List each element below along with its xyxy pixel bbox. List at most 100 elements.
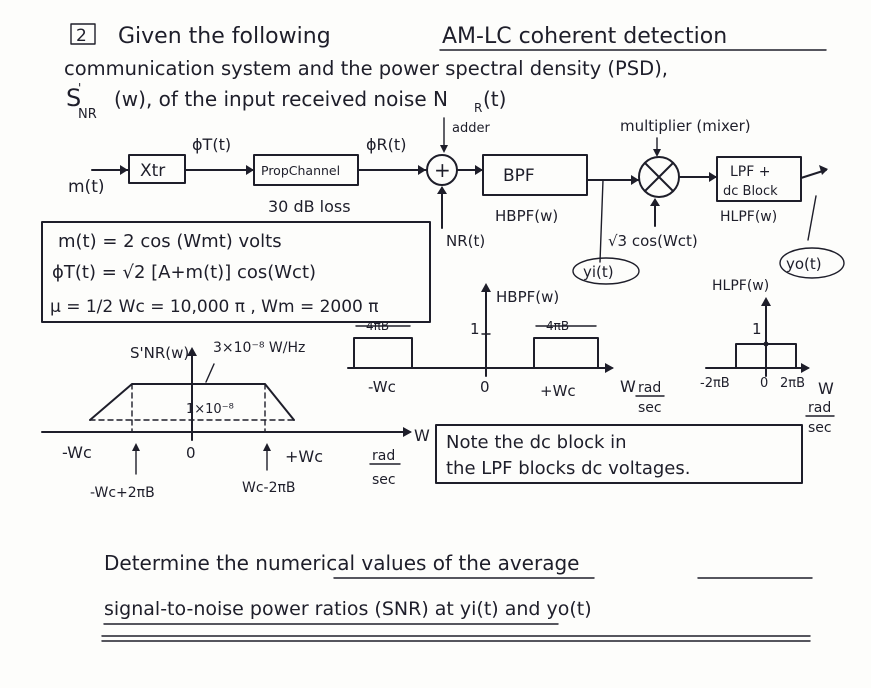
psd-symbol-prime: ' [78,81,81,95]
lpf-title: HLPF(w) [712,278,769,294]
lpf-gain-label: 1 [752,320,762,338]
arrowhead [761,297,771,306]
given-box-border [41,221,431,323]
h-bpf-label: HBPF(w) [495,207,558,225]
yi-label: yi(t) [583,263,614,281]
psd-tick-zero: 0 [186,444,196,462]
arrowhead [437,186,447,194]
psd-symbol: S [66,84,81,112]
arrowhead [263,443,271,451]
yo-pointer [807,195,817,241]
bpf-block [482,154,588,196]
psd-tick-neg-wc-plus: -Wc+2πB [90,485,155,501]
problem-header: 2 Given the following AM-LC coherent det… [64,23,827,122]
psd-tick-pos-wc: +Wc [285,447,323,466]
given-parameters: μ = 1/2 Wc = 10,000 π , Wm = 2000 π [50,297,379,317]
bpf-plot: HBPF(w) 1 4πB 4πB -Wc 0 +Wc W rad sec [347,283,665,416]
carrier-label: √3 cos(Wct) [608,232,698,250]
note-line2: the LPF blocks dc voltages. [446,458,690,479]
yi-circle [572,257,640,285]
phi-r-label: ϕR(t) [366,135,406,154]
bpf-axis-w: W [620,377,636,396]
yo-circle [779,247,845,279]
psd-axis-sec: sec [372,472,396,488]
arrowhead [187,347,197,356]
psd-trapezoid [89,383,295,421]
arrowhead [801,363,810,373]
lpf-tick-neg: -2πB [700,376,730,391]
arrowhead [120,165,128,175]
arrowhead [605,363,614,373]
psd-tick-wc-minus: Wc-2πB [242,480,296,496]
arrowhead [631,175,639,185]
given-box: m(t) = 2 cos (Wmt) volts ϕT(t) = √2 [A+m… [41,221,431,323]
lpf-tick-zero: 0 [760,376,768,391]
given-message: m(t) = 2 cos (Wmt) volts [58,231,282,252]
problem-line1-prefix: Given the following [118,24,331,49]
bpf-width-label-neg: 4πB [366,319,389,333]
psd-axis-rad: rad [372,448,395,464]
given-transmitted-signal: ϕT(t) = √2 [A+m(t)] cos(Wct) [52,262,316,283]
block-diagram: m(t) Xtr ϕT(t) PropChannel 30 dB loss ϕR… [68,117,845,285]
lpf-axis-rad: rad [808,400,831,416]
bpf-axis-rad: rad [638,380,661,396]
bpf-passband-pos [533,337,599,369]
problem-number-box [70,23,96,45]
lpf-plot: HLPF(w) 1 -2πB 0 2πB W rad sec [700,278,835,436]
arrowhead [440,145,448,153]
bpf-width-label-pos: 4πB [546,319,569,333]
arrowhead [709,172,717,182]
psd-tick-neg-wc: -Wc [62,443,92,462]
noise-label: NR(t) [446,232,485,250]
arrowhead [650,198,660,206]
arrowhead [132,443,140,451]
psd-floor-label: 1×10⁻⁸ [186,402,234,417]
bpf-passband-neg [353,337,413,369]
arrowhead [653,149,661,157]
yi-tap-line [599,179,604,263]
xtr-label: Xtr [140,161,165,181]
note-line1: Note the dc block in [446,432,627,453]
psd-axis-w: W [414,426,430,445]
bpf-axis-sec: sec [638,400,662,416]
arrowhead [403,427,412,437]
psd-symbol-sub: NR [78,107,97,122]
bpf-gain-label: 1 [470,320,480,338]
psd-peak-label: 3×10⁻⁸ W/Hz [213,340,305,356]
adder-label: adder [452,121,490,136]
question-line2: signal-to-noise power ratios (SNR) at yi… [104,598,592,620]
problem-line2: communication system and the power spect… [64,57,668,80]
lpf-label-line2: dc Block [723,184,778,199]
psd-ylabel: S'NR(w) [130,344,189,362]
arrowhead [246,165,254,175]
problem-line3: (w), of the input received noise N [114,87,448,111]
note-box: Note the dc block in the LPF blocks dc v… [435,424,803,484]
bpf-tick-pos-wc: +Wc [540,382,576,400]
bpf-label: BPF [503,166,535,186]
mixer-cross [644,162,674,192]
h-lpf-label: HLPF(w) [720,209,777,225]
multiplier-label: multiplier (mixer) [620,117,751,135]
bpf-tick-zero: 0 [480,378,490,396]
problem-line3-sub: R [474,101,482,115]
problem-number: 2 [76,26,87,46]
question: Determine the numerical values of the av… [101,551,813,642]
note-box-border [435,424,803,484]
lpf-axis-w: W [818,379,834,398]
question-line1: Determine the numerical values of the av… [104,551,579,575]
bpf-tick-neg-wc: -Wc [368,378,396,396]
problem-line3-end: (t) [483,87,506,111]
psd-peak-pointer [205,363,215,383]
problem-title: AM-LC coherent detection [442,24,727,49]
lpf-axis-sec: sec [808,420,832,436]
lpf-block [716,156,802,202]
phi-t-label: ϕT(t) [192,135,231,154]
lpf-tick-pos: 2πB [780,376,805,391]
arrowhead [418,165,426,175]
yo-label: yo(t) [786,255,822,273]
lpf-dc-notch [763,341,769,347]
arrowhead [819,165,828,175]
channel-loss-label: 30 dB loss [268,197,351,216]
